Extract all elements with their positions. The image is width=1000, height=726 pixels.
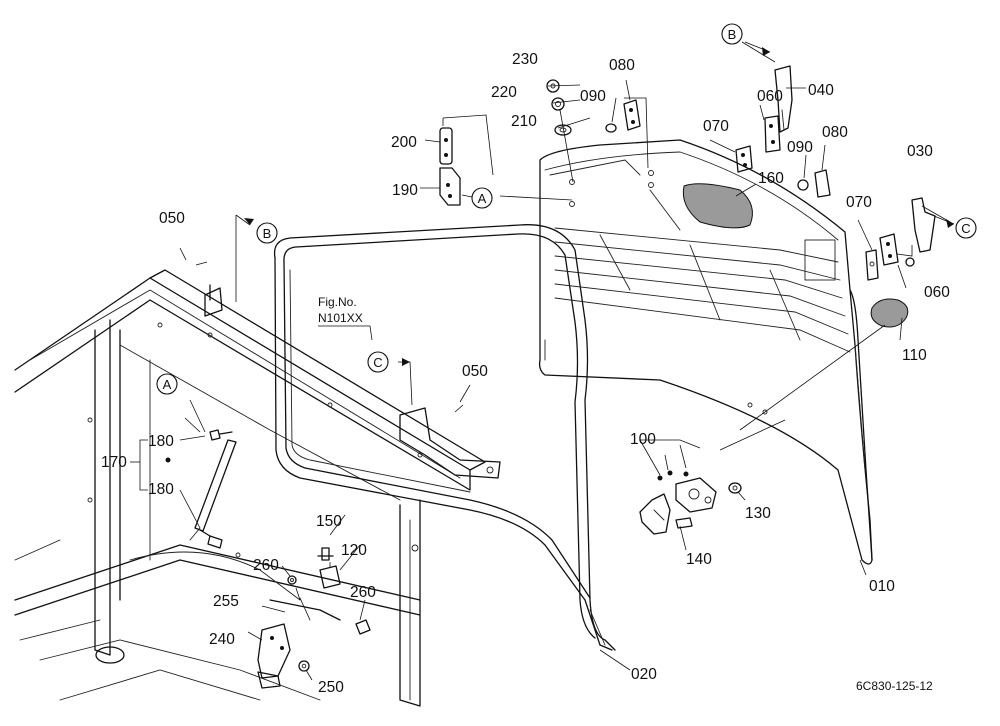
ref-a-top: A: [478, 191, 487, 206]
door-seal: [273, 224, 616, 651]
part-label-040: 040: [808, 82, 834, 99]
reference-arrows: [235, 41, 955, 406]
part-label-070-top: 070: [703, 118, 729, 135]
lower-stay-parts: [257, 547, 371, 689]
part-label-260-right: 260: [350, 584, 376, 601]
part-label-220: 220: [491, 84, 517, 101]
fig-ref-line1: Fig.No.: [318, 295, 357, 309]
ref-b-top-circle: [721, 23, 743, 45]
part-label-070-right: 070: [846, 194, 872, 211]
ref-b-top: B: [728, 27, 737, 42]
left-hinge-group: [439, 79, 649, 206]
fig-ref-line2: N101XX: [318, 311, 363, 325]
part-label-160: 160: [758, 170, 784, 187]
part-label-255: 255: [213, 593, 239, 610]
part-label-180-top: 180: [148, 433, 174, 450]
ref-a-left-circle: [156, 373, 178, 395]
ref-a-left: A: [163, 377, 172, 392]
part-label-250: 250: [318, 679, 344, 696]
part-label-080-top: 080: [609, 57, 635, 74]
part-label-170: 170: [101, 454, 127, 471]
ref-c-mid-circle: [367, 351, 389, 373]
part-label-110: 110: [902, 347, 927, 364]
cab-frame: [14, 269, 501, 707]
right-hinge-group: [709, 41, 951, 281]
part-label-060-top: 060: [757, 88, 783, 105]
part-label-200: 200: [391, 134, 417, 151]
ref-b-left-circle: [256, 222, 278, 244]
part-label-190: 190: [392, 182, 418, 199]
part-labels: 010 020 030 040 050 050 060 060 070 070 …: [101, 51, 950, 696]
rear-glass-panel: [538, 139, 873, 565]
gas-strut: [165, 399, 237, 549]
part-label-240: 240: [209, 631, 235, 648]
part-label-020: 020: [631, 666, 657, 683]
part-label-090-top: 090: [580, 88, 606, 105]
part-label-230: 230: [512, 51, 538, 68]
part-label-130: 130: [745, 505, 771, 522]
ref-b-left: B: [263, 226, 272, 241]
leader-lines: [130, 79, 907, 681]
part-label-260-left: 260: [253, 557, 279, 574]
part-label-140: 140: [686, 551, 712, 568]
ref-c-right: C: [961, 221, 970, 236]
part-label-100: 100: [630, 431, 656, 448]
ref-a-top-circle: [471, 187, 493, 209]
part-label-210: 210: [511, 113, 537, 130]
latch-assembly: [639, 419, 786, 535]
part-label-010: 010: [869, 578, 895, 595]
circled-refs: A A B B C C: [156, 23, 977, 395]
part-label-090-right: 090: [787, 139, 813, 156]
part-label-150: 150: [316, 513, 342, 530]
oval-plate-110: [739, 298, 909, 431]
ref-c-mid: C: [373, 355, 382, 370]
part-label-120: 120: [341, 542, 367, 559]
part-label-180-bottom: 180: [148, 481, 174, 498]
part-label-080-right: 080: [822, 124, 848, 141]
part-label-050-mid: 050: [462, 363, 488, 380]
part-label-060-right: 060: [924, 284, 950, 301]
ref-c-right-circle: [955, 217, 977, 239]
part-label-030: 030: [907, 143, 933, 160]
part-label-050-left: 050: [159, 210, 185, 227]
drawing-code: 6C830-125-12: [856, 679, 933, 693]
